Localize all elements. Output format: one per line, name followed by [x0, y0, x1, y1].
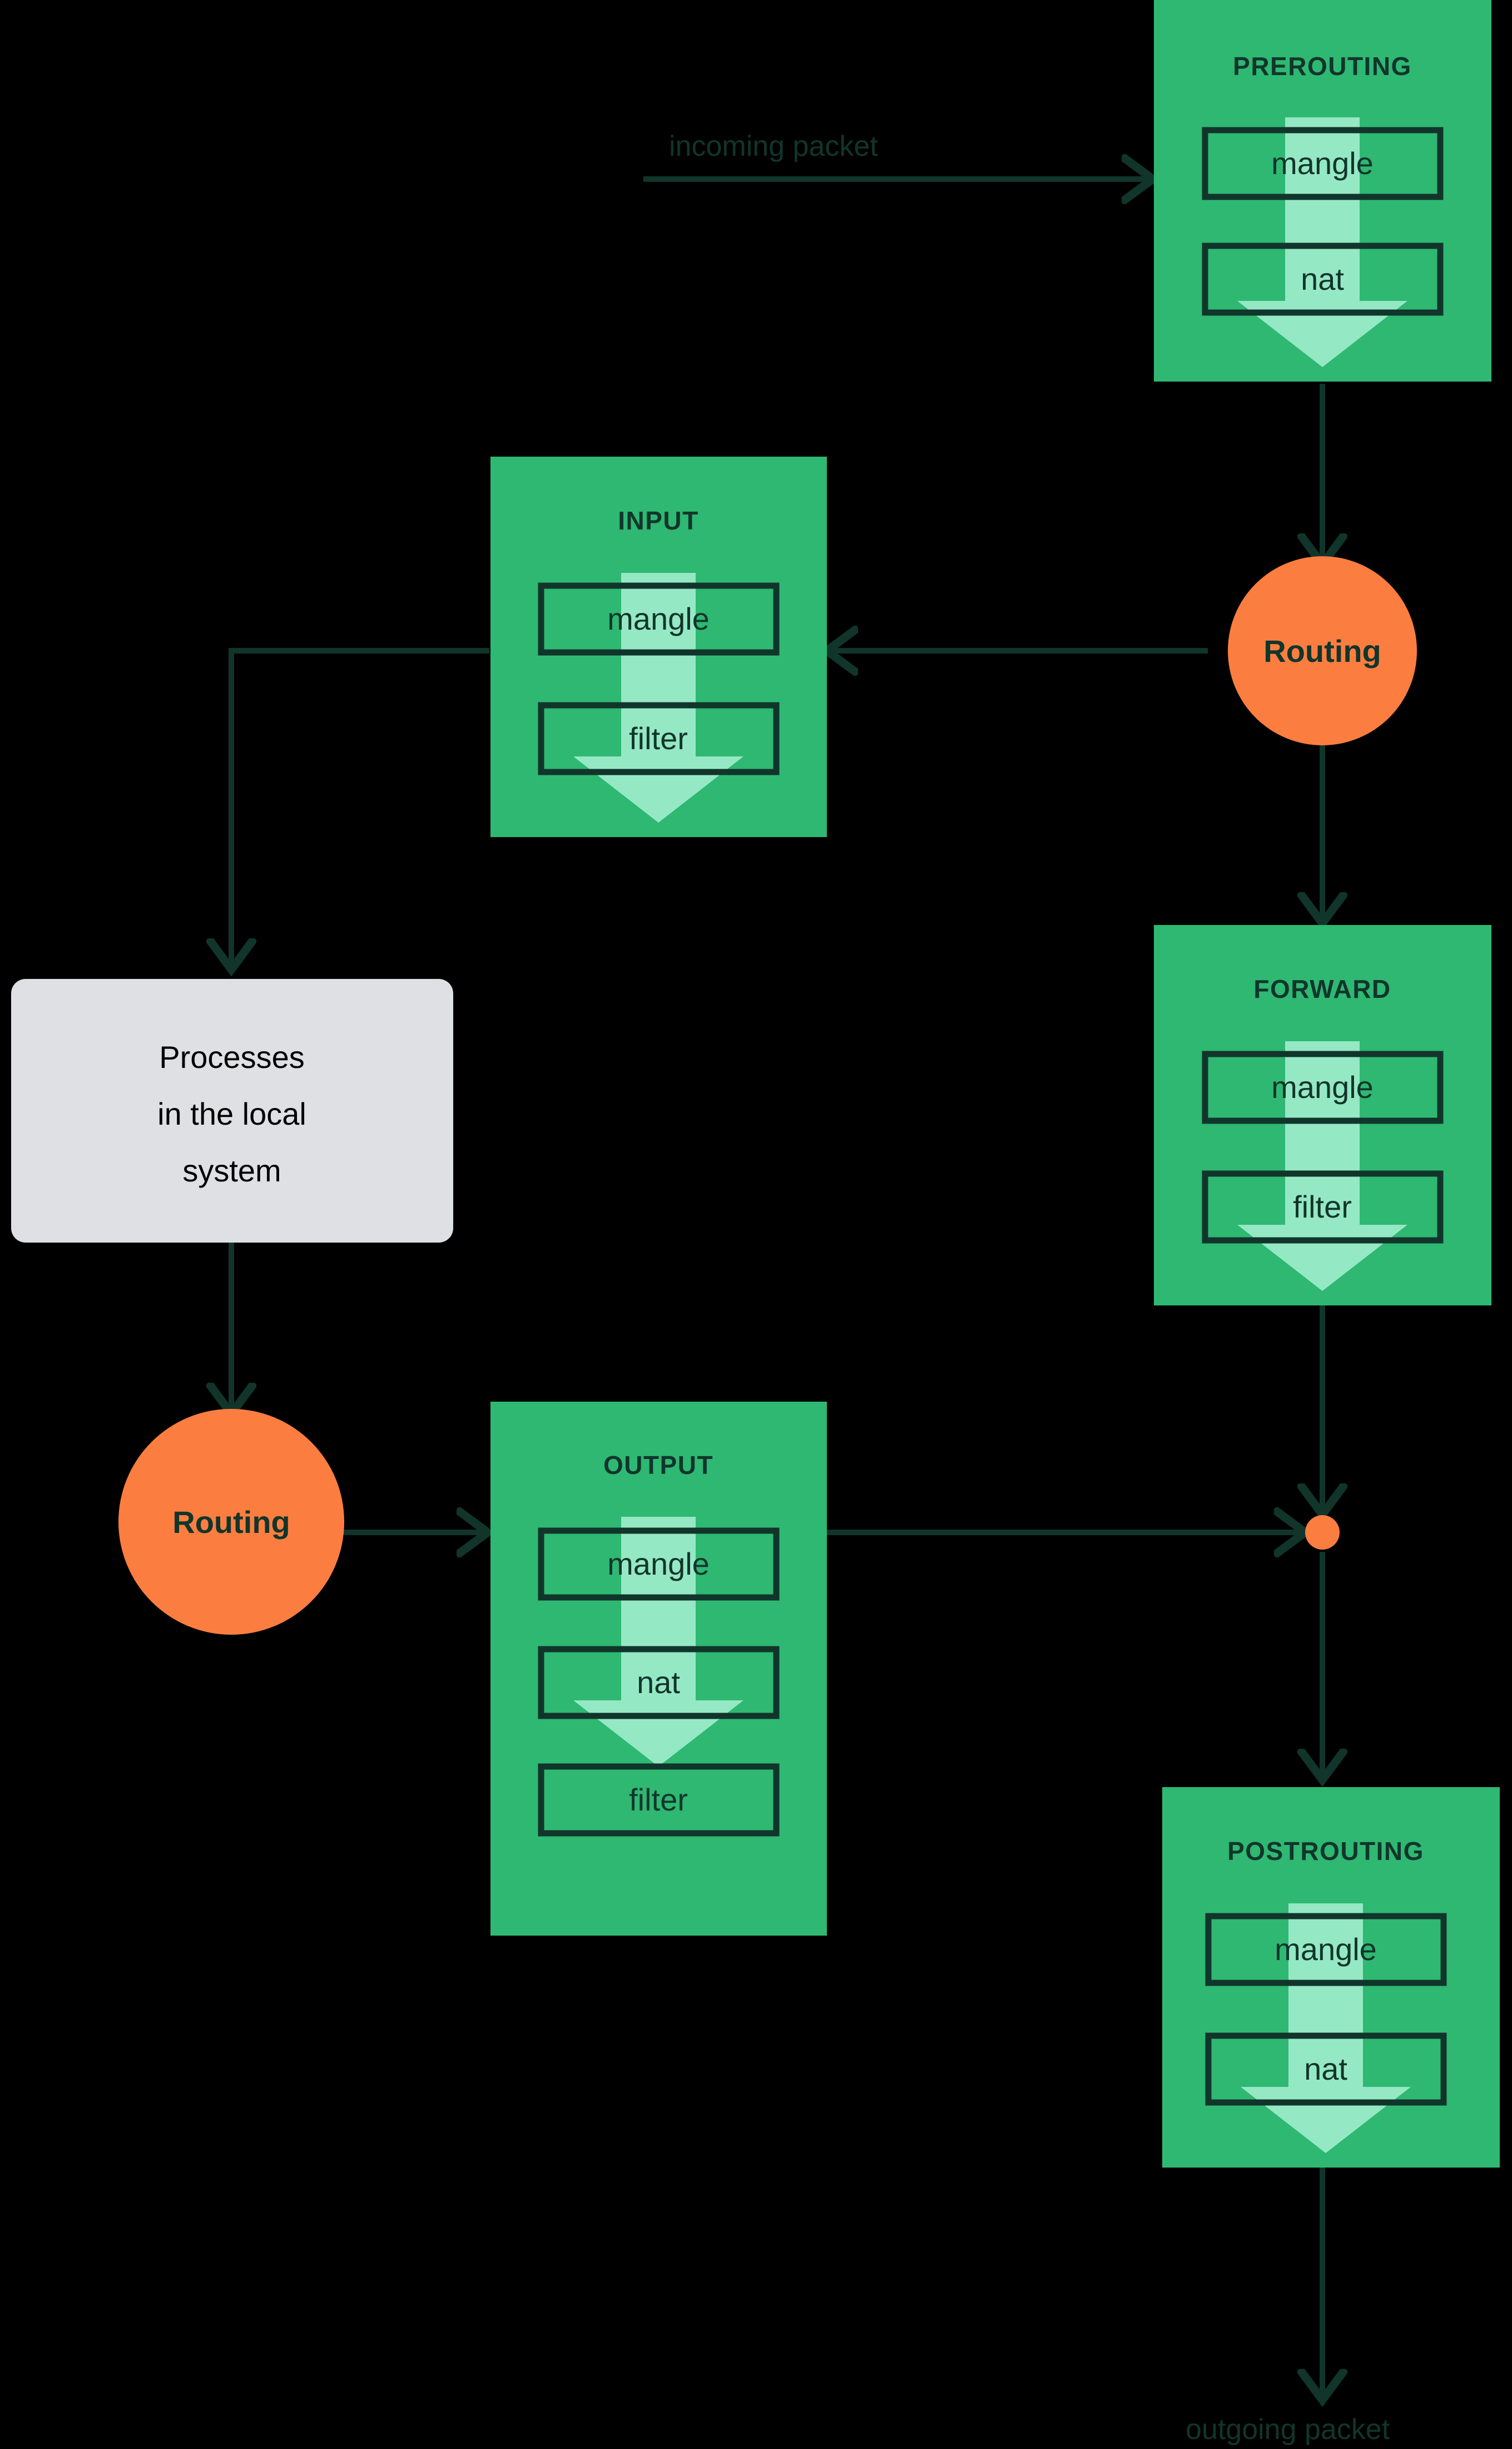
- chain-label: mangle: [607, 601, 710, 636]
- input-chain-filter[interactable]: filter: [538, 702, 780, 775]
- prerouting-flow-arrow: [1237, 117, 1407, 367]
- chain-label: filter: [629, 721, 688, 756]
- processes-panel: [11, 979, 453, 1243]
- forward-chain-mangle[interactable]: mangle: [1202, 1051, 1444, 1124]
- processes-line-3: system: [182, 1153, 281, 1188]
- chain-label: filter: [1293, 1189, 1352, 1224]
- connector-layer: [231, 179, 1322, 2397]
- block-output[interactable]: OUTPUT mangle nat filter: [490, 1402, 827, 1936]
- routing-circle: [118, 1409, 344, 1635]
- chain-label: nat: [1304, 2051, 1347, 2086]
- output-title: OUTPUT: [603, 1451, 713, 1480]
- output-chain-filter[interactable]: filter: [538, 1763, 780, 1837]
- output-chain-nat[interactable]: nat: [538, 1646, 780, 1719]
- incoming-packet-label: incoming packet: [669, 130, 878, 162]
- routing-node-top[interactable]: Routing: [1228, 556, 1417, 745]
- input-title: INPUT: [618, 506, 699, 535]
- chain-label: mangle: [607, 1546, 710, 1581]
- forward-chain-filter[interactable]: filter: [1202, 1170, 1444, 1244]
- processes-line-2: in the local: [157, 1096, 306, 1131]
- postrouting-chain-nat[interactable]: nat: [1205, 2032, 1447, 2106]
- prerouting-chain-mangle[interactable]: mangle: [1202, 127, 1444, 200]
- block-prerouting[interactable]: PREROUTING mangle nat: [1154, 0, 1491, 382]
- processes-line-1: Processes: [159, 1040, 304, 1075]
- block-input[interactable]: INPUT mangle filter: [490, 457, 827, 837]
- postrouting-chain-mangle[interactable]: mangle: [1205, 1913, 1447, 1986]
- routing-label: Routing: [1263, 634, 1381, 669]
- forward-title: FORWARD: [1253, 974, 1391, 1003]
- output-chain-mangle[interactable]: mangle: [538, 1527, 780, 1601]
- merge-junction-dot: [1305, 1515, 1340, 1550]
- outgoing-packet-label: outgoing packet: [1186, 2413, 1390, 2446]
- prerouting-title: PREROUTING: [1233, 52, 1412, 81]
- routing-label: Routing: [172, 1505, 290, 1540]
- chain-label: nat: [1301, 261, 1344, 296]
- chain-label: mangle: [1275, 1932, 1377, 1967]
- chain-label: nat: [637, 1665, 680, 1700]
- block-postrouting[interactable]: POSTROUTING mangle nat: [1162, 1787, 1500, 2168]
- block-forward[interactable]: FORWARD mangle filter: [1154, 925, 1491, 1305]
- chain-label: mangle: [1271, 146, 1374, 181]
- postrouting-title: POSTROUTING: [1227, 1837, 1424, 1866]
- routing-node-bottom[interactable]: Routing: [118, 1409, 344, 1635]
- chain-label: mangle: [1271, 1070, 1374, 1105]
- edge-input-to-processes: [231, 648, 489, 967]
- input-chain-mangle[interactable]: mangle: [538, 582, 780, 656]
- chain-label: filter: [629, 1782, 688, 1817]
- local-processes-box[interactable]: Processes in the local system: [11, 979, 453, 1243]
- routing-circle: [1228, 556, 1417, 745]
- prerouting-chain-nat[interactable]: nat: [1202, 243, 1444, 316]
